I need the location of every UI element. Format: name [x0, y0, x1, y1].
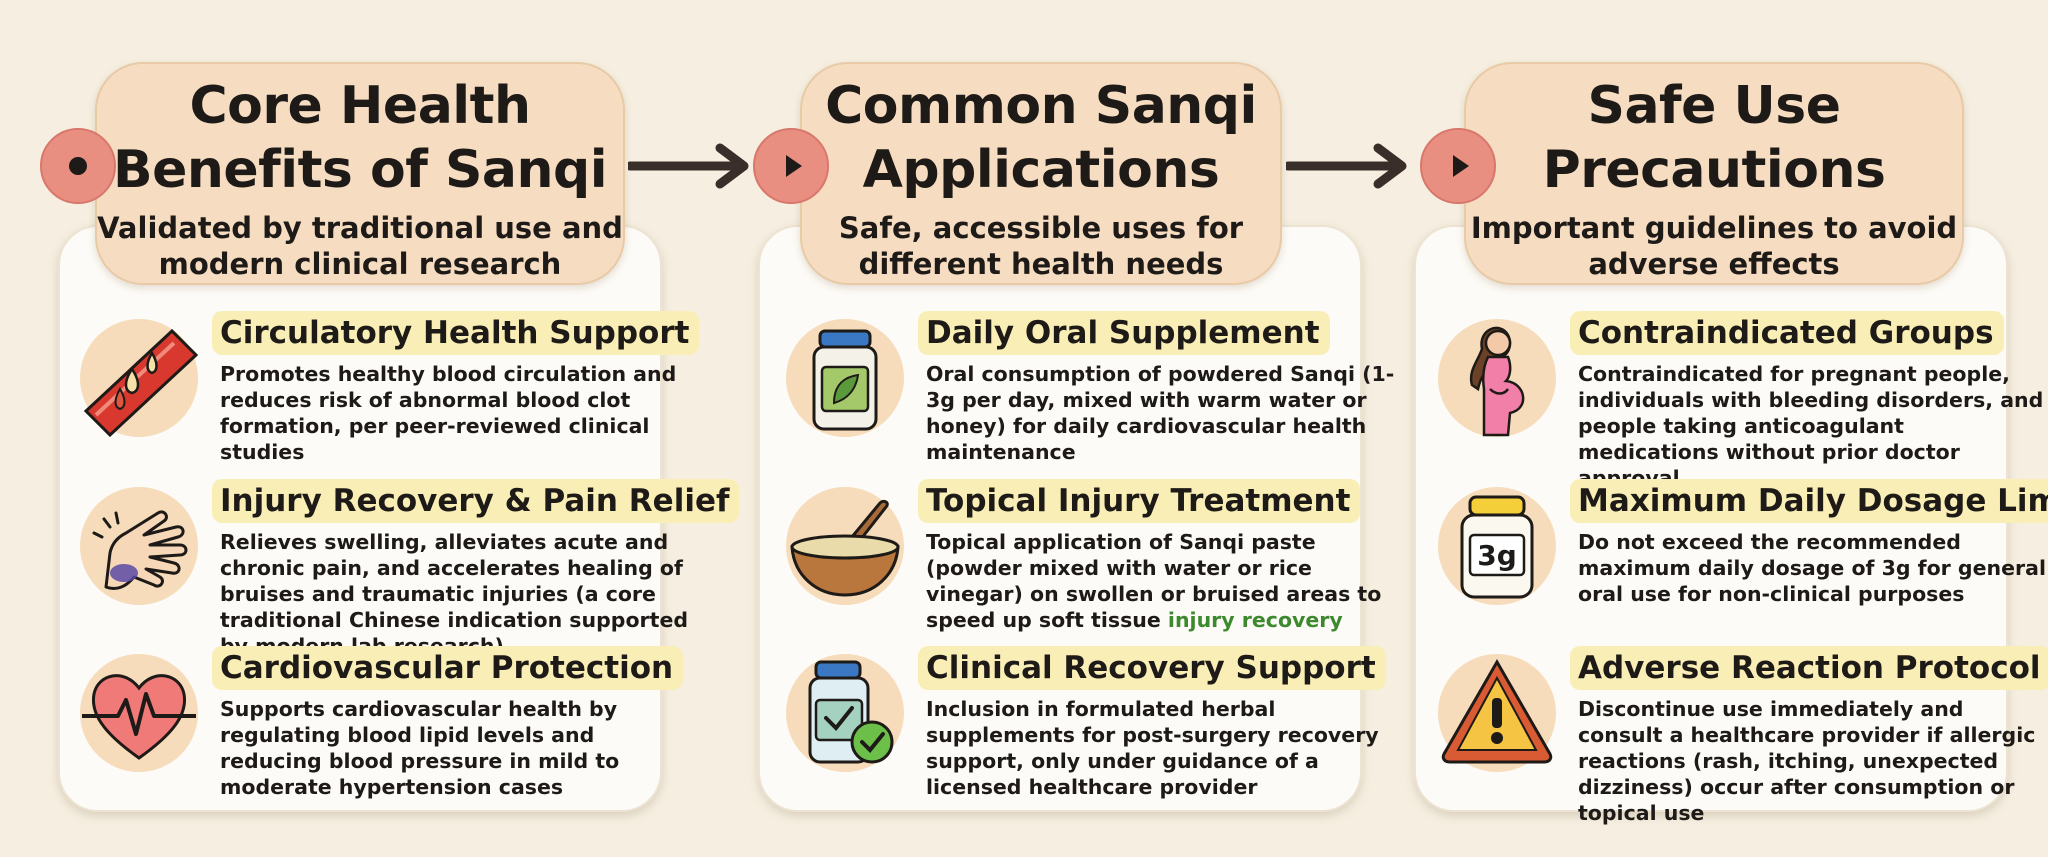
item-title: Maximum Daily Dosage Limit: [1570, 479, 2048, 523]
item-title: Circulatory Health Support: [212, 311, 700, 355]
item-description: Relieves swelling, alleviates acute and …: [220, 530, 689, 658]
arrow-right-icon: [1286, 143, 1407, 189]
column-header-precautions: Safe Use Precautions Important guideline…: [1464, 62, 1964, 285]
item-description: Contraindicated for pregnant people, ind…: [1578, 362, 2044, 490]
column-title: Core Health Benefits of Sanqi: [112, 76, 608, 200]
heart-pulse-icon: [80, 654, 198, 772]
item-description: Discontinue use immediately and consult …: [1578, 697, 2036, 825]
bullet-dot-icon: [40, 128, 116, 204]
warning-triangle-icon: [1438, 654, 1556, 772]
item-title: Clinical Recovery Support: [918, 646, 1386, 690]
powder-bowl-icon: [786, 487, 904, 605]
highlight-text: injury recovery: [1167, 608, 1343, 632]
item-description: Do not exceed the recommended maximum da…: [1578, 530, 2046, 606]
column-panel-applications: Daily Oral Supplement Oral consumption o…: [758, 225, 1394, 812]
blood-vessel-icon: [80, 319, 198, 437]
item-description: Oral consumption of powdered Sanqi (1-3g…: [926, 362, 1395, 464]
column-panel-precautions: Contraindicated Groups Contraindicated f…: [1414, 225, 2048, 825]
column-panel-benefits: Circulatory Health Support Promotes heal…: [58, 225, 740, 812]
item-description: Topical application of Sanqi paste (powd…: [926, 530, 1382, 632]
medicine-bottle-check-icon: [786, 654, 904, 772]
column-title: Common Sanqi Applications: [825, 76, 1257, 200]
item-description: Promotes healthy blood circulation and r…: [220, 362, 677, 464]
dosage-jar-icon: 3g: [1438, 487, 1556, 605]
item-title: Cardiovascular Protection: [212, 646, 684, 690]
bullet-play-icon: [753, 128, 829, 204]
item-title: Adverse Reaction Protocol: [1570, 646, 2048, 690]
pregnant-person-icon: [1438, 319, 1556, 437]
item-description: Inclusion in formulated herbal supplemen…: [926, 697, 1379, 799]
item-description: Supports cardiovascular health by regula…: [220, 697, 620, 799]
column-header-applications: Common Sanqi Applications Safe, accessib…: [800, 62, 1282, 285]
injured-hand-icon: [80, 487, 198, 605]
column-subtitle: Validated by traditional use and modern …: [97, 211, 623, 281]
item-title: Injury Recovery & Pain Relief: [212, 479, 740, 523]
column-title: Safe Use Precautions: [1542, 76, 1886, 200]
item-title: Topical Injury Treatment: [918, 479, 1361, 523]
item-title: Daily Oral Supplement: [918, 311, 1330, 355]
arrow-right-icon: [628, 143, 749, 189]
dosage-label: 3g: [1477, 539, 1517, 572]
supplement-jar-icon: [786, 319, 904, 437]
item-title: Contraindicated Groups: [1570, 311, 2004, 355]
bullet-play-icon: [1420, 128, 1496, 204]
column-subtitle: Important guidelines to avoid adverse ef…: [1470, 211, 1958, 281]
column-header-benefits: Core Health Benefits of Sanqi Validated …: [95, 62, 625, 285]
column-subtitle: Safe, accessible uses for different heal…: [838, 211, 1244, 281]
